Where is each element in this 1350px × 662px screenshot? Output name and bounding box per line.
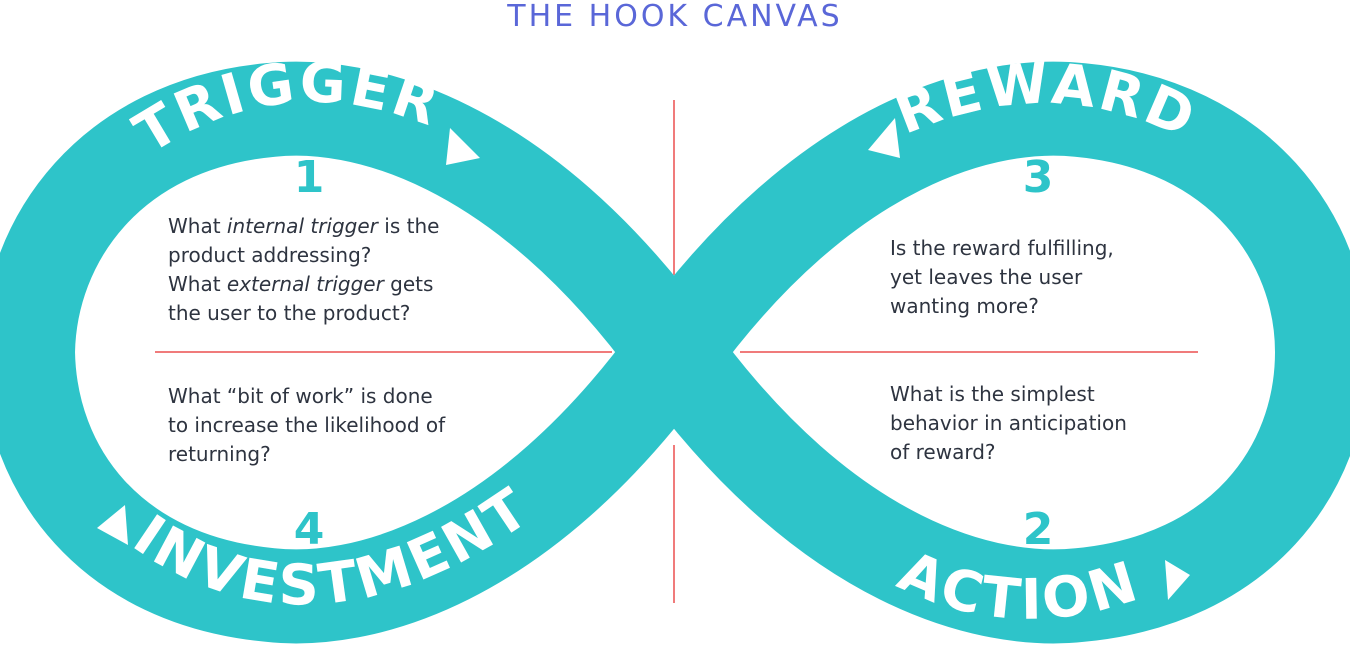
diagram-title: THE HOOK CANVAS: [506, 0, 842, 34]
triangle-right-icon: [446, 128, 480, 165]
number-reward: 3: [1023, 152, 1054, 203]
number-action: 2: [1023, 504, 1054, 555]
number-trigger: 1: [294, 152, 325, 203]
infinity-loop-band: [0, 61, 1350, 644]
investment-line-3: returning?: [168, 442, 271, 466]
reward-line-2: yet leaves the user: [890, 265, 1083, 289]
action-question: What is the simplest behavior in anticip…: [890, 380, 1190, 467]
triangle-left-icon: [868, 118, 900, 158]
action-line-1: What is the simplest: [890, 382, 1095, 406]
action-line-2: behavior in anticipation: [890, 411, 1127, 435]
trigger-line-3: What external trigger gets: [168, 272, 434, 296]
investment-line-1: What “bit of work” is done: [168, 384, 433, 408]
trigger-line-4: the user to the product?: [168, 301, 411, 325]
triangle-right-icon: [1165, 560, 1190, 600]
investment-question: What “bit of work” is done to increase t…: [168, 382, 508, 469]
reward-line-1: Is the reward fulfilling,: [890, 236, 1114, 260]
trigger-line-1: What internal trigger is the: [168, 214, 440, 238]
action-line-3: of reward?: [890, 440, 996, 464]
reward-line-3: wanting more?: [890, 294, 1039, 318]
number-investment: 4: [294, 504, 325, 555]
triangle-left-icon: [97, 505, 128, 545]
trigger-line-2: product addressing?: [168, 243, 372, 267]
trigger-question: What internal trigger is the product add…: [168, 212, 498, 328]
investment-line-2: to increase the likelihood of: [168, 413, 446, 437]
reward-question: Is the reward fulfilling, yet leaves the…: [890, 234, 1190, 321]
